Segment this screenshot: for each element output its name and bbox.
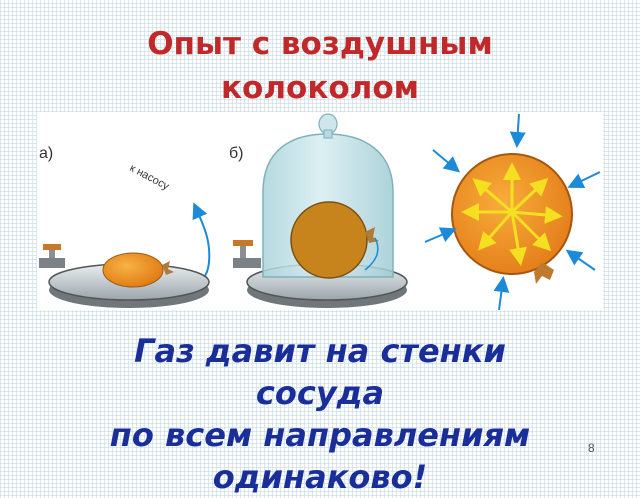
balloon-knot	[162, 261, 174, 275]
outer-arrows	[424, 113, 601, 310]
pump-tube	[364, 237, 379, 271]
balloon-knot	[534, 262, 554, 284]
balloon-small	[102, 252, 164, 288]
caption: Газ давит на стенки сосуда по всем напра…	[0, 330, 640, 498]
experiment-drawing: а) к насосу б)	[39, 113, 601, 310]
pump-label: к насосу	[128, 162, 172, 193]
label-b: б)	[229, 145, 244, 162]
inner-arrows	[461, 162, 563, 266]
caption-line-2: сосуда	[255, 374, 385, 412]
caption-line-3: по всем направлениям	[109, 416, 531, 454]
balloon-inflated	[290, 201, 368, 279]
panel-b: б)	[229, 113, 408, 308]
panel-a: а) к насосу	[39, 145, 211, 308]
title-line-2: колоколом	[220, 70, 420, 106]
panel-pressure	[424, 113, 601, 310]
experiment-illustration: а) к насосу б)	[37, 112, 603, 310]
slide-title: Опыт с воздушным колоколом	[0, 22, 640, 110]
page-number: 8	[588, 441, 595, 455]
valve-icon	[39, 244, 65, 268]
valve-icon	[233, 240, 261, 268]
label-a: а)	[39, 145, 53, 162]
title-line-1: Опыт с воздушным	[147, 26, 493, 62]
caption-line-4: одинаково!	[212, 458, 428, 496]
caption-line-1: Газ давит на стенки	[134, 332, 506, 370]
